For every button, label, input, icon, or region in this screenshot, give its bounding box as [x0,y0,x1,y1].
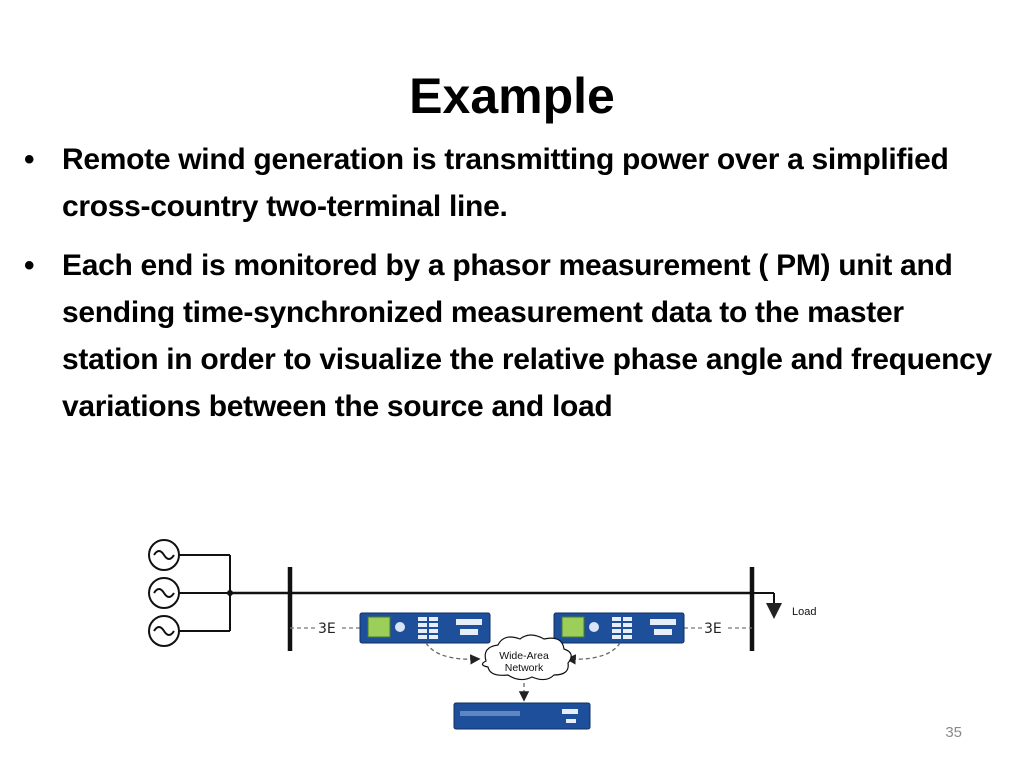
master-station-device [453,702,591,730]
bullet-item: • Remote wind generation is transmitting… [22,136,997,230]
bullet-text: Each end is monitored by a phasor measur… [62,249,992,423]
network-label: Network [505,662,544,674]
network-label: Wide-Area [499,650,549,662]
current-transformer-icon: 3E [704,621,722,637]
slide-title: Example [409,68,615,124]
pmu-device-right [553,612,685,644]
load-arrow-icon [752,592,782,619]
bullet-item: • Each end is monitored by a phasor meas… [22,242,997,430]
network-cloud-icon [481,634,572,681]
power-line-diagram: Load 3E 3E [138,535,838,735]
bullet-dot-icon: • [24,249,35,282]
bullet-list: • Remote wind generation is transmitting… [22,136,997,442]
load-label: Load [792,606,816,618]
bullet-dot-icon: • [24,143,35,176]
generator-icon [148,539,180,571]
pmu-device-left [359,612,491,644]
page-number: 35 [945,724,962,741]
bullet-text: Remote wind generation is transmitting p… [62,143,949,223]
generator-icon [148,577,180,609]
generator-icon [148,615,180,647]
current-transformer-icon: 3E [318,621,336,637]
generator-feeder [179,554,233,632]
